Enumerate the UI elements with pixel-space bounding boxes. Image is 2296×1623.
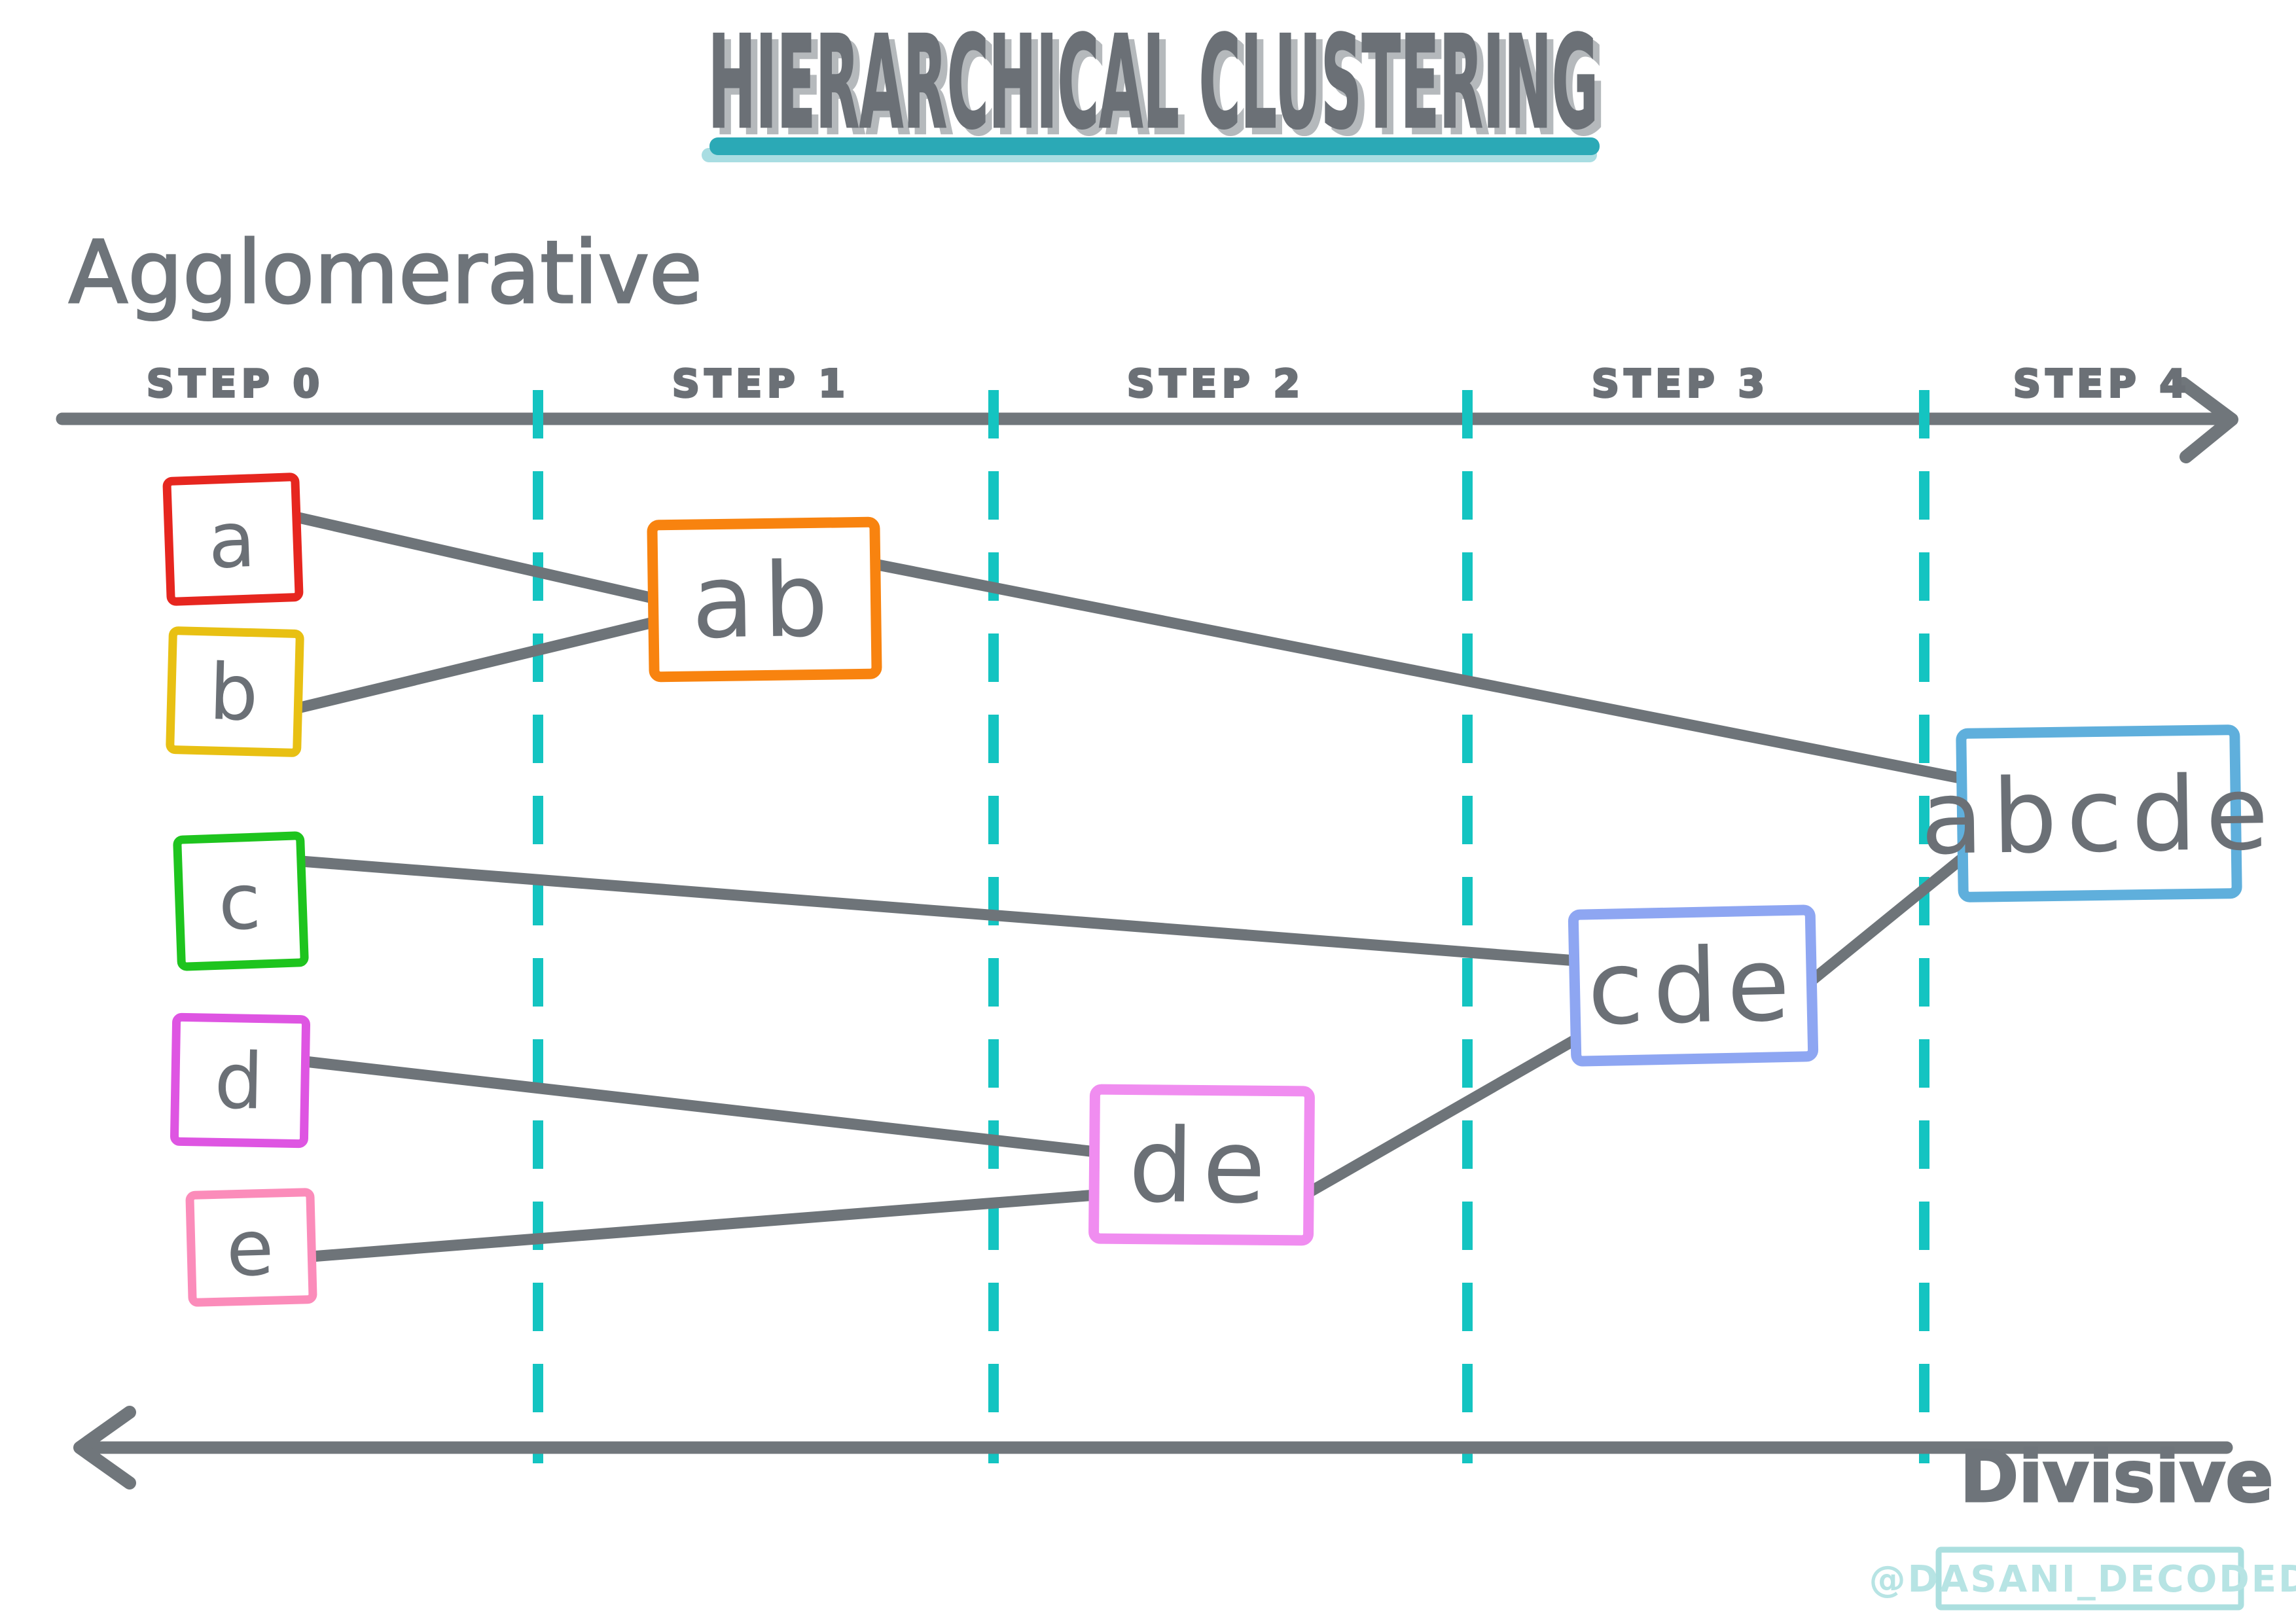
node-de: de — [1088, 1084, 1315, 1246]
divisive-label: Divisive — [1960, 1436, 2273, 1518]
node-a: a — [162, 473, 304, 606]
node-de-box — [1088, 1084, 1315, 1246]
edge-a-ab — [290, 511, 662, 605]
step-2-label: STEP 2 — [1127, 361, 1305, 406]
node-abcde-box — [1956, 724, 2242, 902]
top-axis-arrow — [56, 377, 2238, 463]
node-d-label: d — [213, 1035, 266, 1126]
node-d-box — [170, 1012, 311, 1149]
node-a-box — [162, 473, 304, 606]
title-underline — [709, 137, 1600, 155]
bottom-axis-arrowhead-left-icon — [73, 1406, 136, 1489]
page-title: HIERARCHICAL CLUSTERING HIERARCHICAL CLU… — [702, 8, 1605, 165]
step-1-label: STEP 1 — [672, 361, 850, 406]
edge-de-cde — [1303, 1033, 1582, 1198]
cluster-edges — [290, 511, 1969, 1262]
node-ab: ab — [647, 516, 882, 683]
node-abcde: abcde — [1920, 724, 2278, 902]
edge-ab-abcde — [869, 558, 1969, 785]
node-b: b — [166, 626, 304, 757]
step-labels: STEP 0 STEP 1 STEP 2 STEP 3 STEP 4 — [145, 360, 2191, 407]
node-ab-box — [647, 516, 882, 683]
watermark: @DASANI_DECODED — [1869, 1546, 2296, 1611]
step-4-label: STEP 4 — [2013, 361, 2191, 406]
watermark-text: @DASANI_DECODED — [1869, 1558, 2296, 1601]
node-e: e — [185, 1188, 317, 1307]
node-cde-box — [1568, 904, 1819, 1067]
bottom-axis-arrow — [73, 1406, 2233, 1489]
page-title-text: HIERARCHICAL CLUSTERING — [708, 9, 1598, 158]
cluster-nodes: a b c d e ab de cde — [162, 473, 2278, 1307]
node-cde: cde — [1568, 904, 1819, 1067]
node-a-label: a — [206, 494, 259, 586]
node-de-label: de — [1128, 1106, 1276, 1226]
edge-d-de — [299, 1056, 1102, 1158]
watermark-box — [1935, 1546, 2244, 1611]
node-ab-label: ab — [691, 540, 838, 661]
node-c: c — [173, 831, 309, 971]
node-c-label: c — [217, 856, 265, 948]
node-e-label: e — [225, 1202, 278, 1294]
agglomerative-label: Agglomerative — [69, 223, 702, 323]
step-0-label: STEP 0 — [147, 361, 325, 406]
node-e-box — [185, 1188, 317, 1307]
node-cde-label: cde — [1587, 925, 1801, 1048]
edge-cde-abcde — [1804, 851, 1969, 988]
node-b-label: b — [208, 647, 262, 738]
node-c-box — [173, 831, 309, 971]
node-b-box — [166, 626, 304, 757]
top-axis-arrowhead-right-icon — [2177, 377, 2238, 463]
edge-b-ab — [292, 616, 662, 714]
node-abcde-label: abcde — [1920, 753, 2278, 878]
edge-e-de — [306, 1189, 1102, 1262]
step-3-label: STEP 3 — [1592, 361, 1770, 406]
edge-c-cde — [295, 855, 1582, 967]
node-d: d — [170, 1012, 311, 1149]
